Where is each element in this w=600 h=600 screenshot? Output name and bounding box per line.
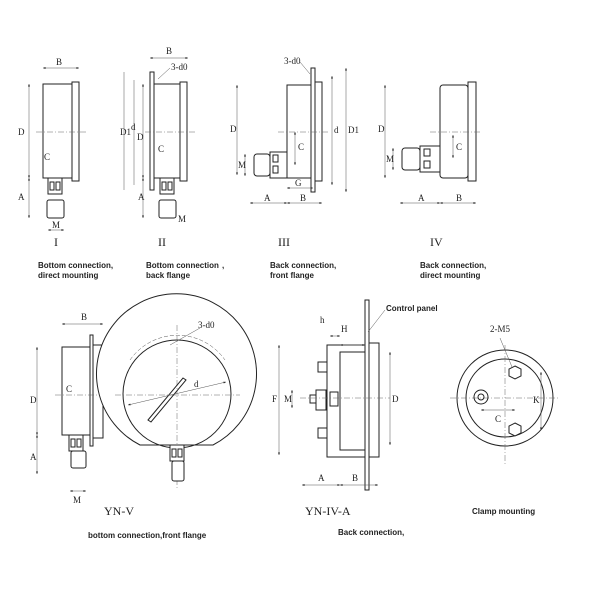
dim-m: M	[386, 154, 394, 164]
figure-iv: D M C A B IV Back connection, direct mou…	[378, 81, 486, 280]
figure-iii: 3-d0 D M C d D1 G A B III Back connectio…	[230, 56, 359, 280]
caption: Clamp mounting	[472, 507, 535, 516]
dim-c: C	[158, 144, 164, 154]
dim-m: M	[284, 394, 292, 404]
dim-a: A	[18, 192, 25, 202]
dim-b: B	[56, 57, 62, 67]
dim-small-d: d	[131, 122, 136, 132]
dim-d: D	[137, 132, 144, 142]
figure-yn-iv-a: h H F M D A B Control panel YN-IV-A Back…	[272, 299, 438, 537]
figure-title: YN-V	[104, 504, 134, 518]
dim-a: A	[30, 452, 37, 462]
dim-3-d0: 3-d0	[284, 56, 301, 66]
dim-small-d: d	[334, 125, 339, 135]
dim-b: B	[81, 312, 87, 322]
dim-2-m5: 2-M5	[490, 324, 510, 334]
dim-d1: D1	[348, 125, 359, 135]
dim-m: M	[238, 160, 246, 170]
dim-d: D	[30, 395, 37, 405]
dim-b: B	[352, 473, 358, 483]
figure-title: IV	[430, 235, 443, 249]
figure-title: I	[54, 235, 58, 249]
dim-3-d0: 3-d0	[198, 320, 215, 330]
caption: direct mounting	[420, 271, 481, 280]
caption: front flange	[270, 271, 315, 280]
caption: direct mounting	[38, 271, 99, 280]
caption: Back connection,	[420, 261, 486, 270]
figure-ii: B 3-d0 D1 d D C A M II Bottom connection…	[120, 46, 224, 280]
dim-b: B	[166, 46, 172, 56]
dim-f: F	[272, 394, 277, 404]
dim-d: D	[230, 124, 237, 134]
dim-d: D	[378, 124, 385, 134]
dim-a: A	[138, 192, 145, 202]
dim-c: C	[44, 152, 50, 162]
dim-m: M	[52, 220, 60, 230]
dim-3-d0: 3-d0	[171, 62, 188, 72]
figure-title: III	[278, 235, 290, 249]
dim-c: C	[495, 414, 501, 424]
figure-clamp-mounting: 2-M5 K C Clamp mounting	[450, 324, 560, 516]
figure-yn-v: B D C A M 3-d0 d YN-V bottom connection,…	[30, 293, 257, 540]
dim-m: M	[178, 214, 186, 224]
dim-small-h: h	[320, 315, 325, 325]
caption: bottom connection,front flange	[88, 531, 207, 540]
dim-d: D	[392, 394, 399, 404]
control-panel-label: Control panel	[386, 304, 438, 313]
dim-small-d: d	[194, 379, 199, 389]
dim-a: A	[318, 473, 325, 483]
caption: Bottom connection	[146, 261, 219, 270]
caption: Back connection,	[338, 528, 404, 537]
dim-d: D	[18, 127, 25, 137]
stray-mark: ,	[222, 261, 224, 270]
caption: Back connection,	[270, 261, 336, 270]
dim-b: B	[300, 193, 306, 203]
dim-b: B	[456, 193, 462, 203]
dim-g: G	[295, 178, 302, 188]
caption: Bottom connection,	[38, 261, 113, 270]
dim-m: M	[73, 495, 81, 505]
dim-c: C	[456, 142, 462, 152]
figure-title: YN-IV-A	[305, 504, 351, 518]
dim-c: C	[66, 384, 72, 394]
dim-d1: D1	[120, 127, 131, 137]
caption: back flange	[146, 271, 191, 280]
figure-title: II	[158, 235, 166, 249]
dim-a: A	[264, 193, 271, 203]
dim-k: K	[533, 395, 540, 405]
dim-h: H	[341, 324, 348, 334]
figure-i: B D C A M I Bottom connection, direct mo…	[18, 57, 113, 280]
dim-a: A	[418, 193, 425, 203]
dim-c: C	[298, 142, 304, 152]
